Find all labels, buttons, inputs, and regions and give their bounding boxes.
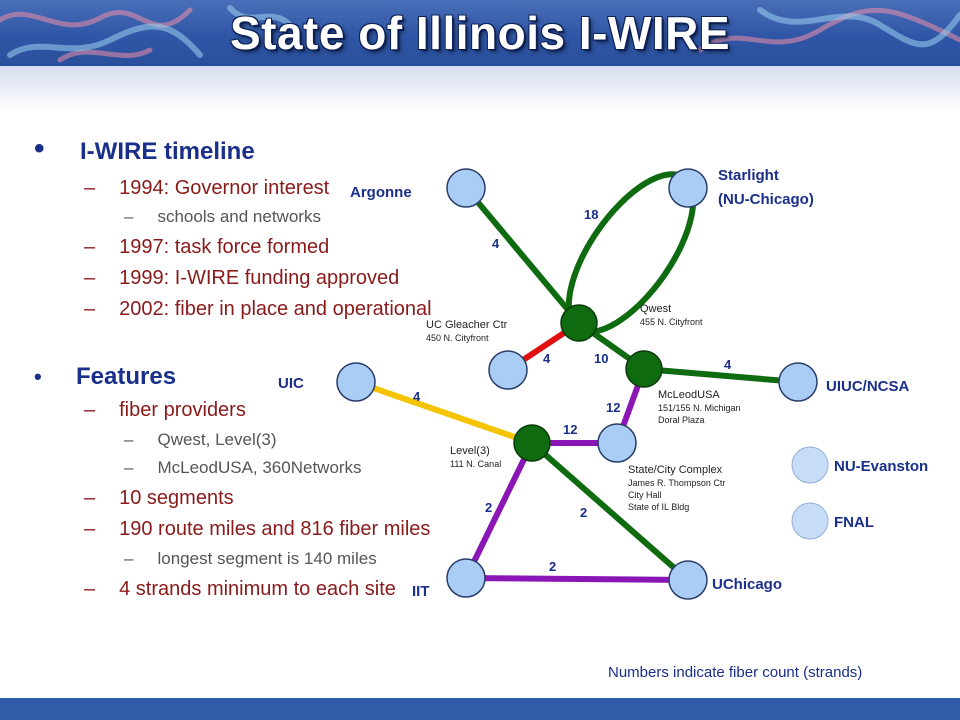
fiber-count-note: Numbers indicate fiber count (strands) bbox=[608, 664, 863, 681]
count-mcleod-uiuc: 4 bbox=[724, 357, 732, 372]
title-bar: State of Illinois I-WIRE bbox=[0, 0, 960, 66]
timeline-item-4: –2002: fiber in place and operational bbox=[84, 298, 432, 320]
label-level3-1: Level(3) bbox=[450, 445, 490, 457]
hub-qwest bbox=[560, 304, 598, 342]
link-level3-iit bbox=[463, 441, 535, 580]
count-gleacher-qwest: 4 bbox=[543, 351, 551, 366]
page-title: State of Illinois I-WIRE bbox=[229, 7, 731, 59]
label-uiuc: UIUC/NCSA bbox=[826, 378, 910, 395]
features-heading: Features bbox=[76, 363, 177, 390]
features-subitem-2: –McLeodUSA, 360Networks bbox=[124, 458, 362, 477]
timeline-item-2: –1997: task force formed bbox=[84, 236, 330, 258]
count-level3-iit: 2 bbox=[485, 500, 492, 515]
label-mcleod-1: McLeodUSA bbox=[658, 389, 720, 401]
count-starlight-loop: 18 bbox=[584, 207, 598, 222]
features-item-1: –fiber providers bbox=[84, 399, 246, 421]
count-qwest-mcleod: 10 bbox=[594, 351, 608, 366]
link-level3-uchicago bbox=[530, 440, 690, 583]
label-uic: UIC bbox=[278, 375, 304, 392]
label-gleacher-2: 450 N. Cityfront bbox=[426, 333, 489, 343]
features-item-3: –190 route miles and 816 fiber miles bbox=[84, 518, 431, 540]
decorative-molecule-pattern bbox=[0, 5, 960, 63]
link-argonne-qwest bbox=[463, 186, 582, 325]
link-uic-level3 bbox=[355, 379, 533, 446]
label-iit: IIT bbox=[412, 583, 430, 600]
label-starlight-1: Starlight bbox=[718, 167, 779, 184]
node-uchicago bbox=[668, 560, 708, 600]
label-level3-2: 111 N. Canal bbox=[450, 459, 501, 469]
label-fnal: FNAL bbox=[834, 514, 874, 531]
label-qwest-2: 455 N. Cityfront bbox=[640, 317, 703, 327]
link-mcleod-uiuc bbox=[643, 366, 799, 385]
node-state-city bbox=[597, 423, 637, 463]
features-item-2: –10 segments bbox=[84, 487, 234, 509]
node-fnal bbox=[791, 502, 829, 540]
features-subitem-3: –longest segment is 140 miles bbox=[124, 549, 377, 568]
count-level3-state: 12 bbox=[563, 422, 577, 437]
label-state-2: James R. Thompson Ctr bbox=[628, 478, 725, 488]
timeline-item-3: –1999: I-WIRE funding approved bbox=[84, 267, 400, 289]
node-gleacher bbox=[488, 350, 528, 390]
label-mcleod-2: 151/155 N. Michigan bbox=[658, 403, 741, 413]
bullet-dot: • bbox=[34, 364, 42, 389]
features-subitem-1: –Qwest, Level(3) bbox=[124, 430, 277, 449]
timeline-subitem-1: –schools and networks bbox=[124, 207, 321, 226]
node-iit bbox=[446, 558, 486, 598]
features-item-4: –4 strands minimum to each site bbox=[84, 578, 396, 600]
label-gleacher-1: UC Gleacher Ctr bbox=[426, 319, 508, 331]
hub-mcleod bbox=[625, 350, 663, 388]
label-state-4: State of IL Bldg bbox=[628, 502, 689, 512]
link-iit-uchicago bbox=[465, 575, 689, 583]
count-mcleod-state: 12 bbox=[606, 400, 620, 415]
timeline-heading: I-WIRE timeline bbox=[80, 138, 255, 165]
label-qwest-1: Qwest bbox=[640, 303, 671, 315]
count-level3-uchicago: 2 bbox=[580, 505, 587, 520]
node-nu-evanston bbox=[791, 446, 829, 484]
label-mcleod-3: Doral Plaza bbox=[658, 415, 705, 425]
hub-level3 bbox=[513, 424, 551, 462]
label-state-3: City Hall bbox=[628, 490, 662, 500]
node-uiuc bbox=[778, 362, 818, 402]
label-argonne: Argonne bbox=[350, 184, 412, 201]
timeline-item-1: –1994: Governor interest bbox=[84, 177, 330, 199]
bullet-dot: • bbox=[34, 132, 45, 165]
count-iit-uchicago: 2 bbox=[549, 559, 556, 574]
label-state-1: State/City Complex bbox=[628, 464, 723, 476]
label-uchicago: UChicago bbox=[712, 576, 782, 593]
footer-bar bbox=[0, 698, 960, 720]
node-argonne bbox=[446, 168, 486, 208]
label-starlight-2: (NU-Chicago) bbox=[718, 191, 814, 208]
node-uic bbox=[336, 362, 376, 402]
node-starlight bbox=[668, 168, 708, 208]
count-uic-level3: 4 bbox=[413, 389, 421, 404]
count-argonne-qwest: 4 bbox=[492, 236, 500, 251]
header-gradient-band bbox=[0, 66, 960, 112]
label-nu-evanston: NU-Evanston bbox=[834, 458, 928, 475]
